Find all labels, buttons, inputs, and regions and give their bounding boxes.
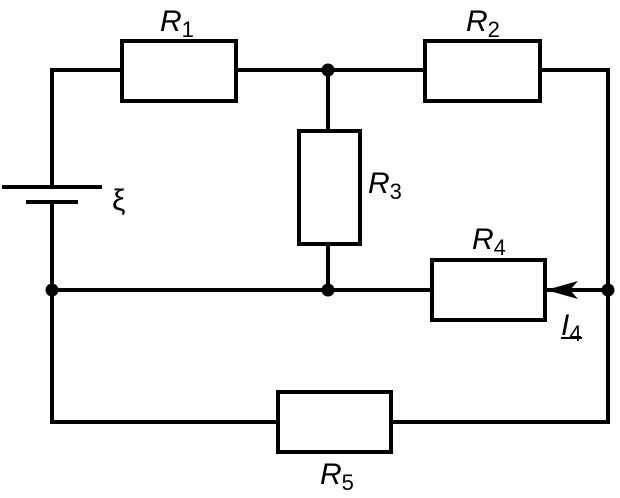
junction-node-top xyxy=(321,63,335,77)
resistor-r1 xyxy=(120,39,238,103)
current-arrow-icon xyxy=(546,281,578,299)
battery-symbol xyxy=(2,185,102,204)
label-r2: R2 xyxy=(466,5,500,42)
resistor-r2 xyxy=(423,39,542,103)
resistor-r3 xyxy=(297,129,362,246)
current-label: I4 xyxy=(561,309,582,346)
wires xyxy=(50,68,610,424)
emf-label: ξ xyxy=(112,184,125,217)
label-r3: R3 xyxy=(368,167,402,204)
resistor-r4 xyxy=(430,258,547,322)
current-index: 4 xyxy=(569,321,581,346)
junction-node-left xyxy=(45,283,59,297)
label-r5: R5 xyxy=(320,458,354,495)
current-letter: I xyxy=(561,309,569,342)
junction-nodes xyxy=(45,63,615,297)
label-r4: R4 xyxy=(472,223,506,260)
junction-node-middle xyxy=(321,283,335,297)
resistor-r5 xyxy=(276,390,393,454)
svg-text:I4: I4 xyxy=(561,309,582,346)
label-r1: R1 xyxy=(160,5,194,42)
junction-node-right xyxy=(601,283,615,297)
